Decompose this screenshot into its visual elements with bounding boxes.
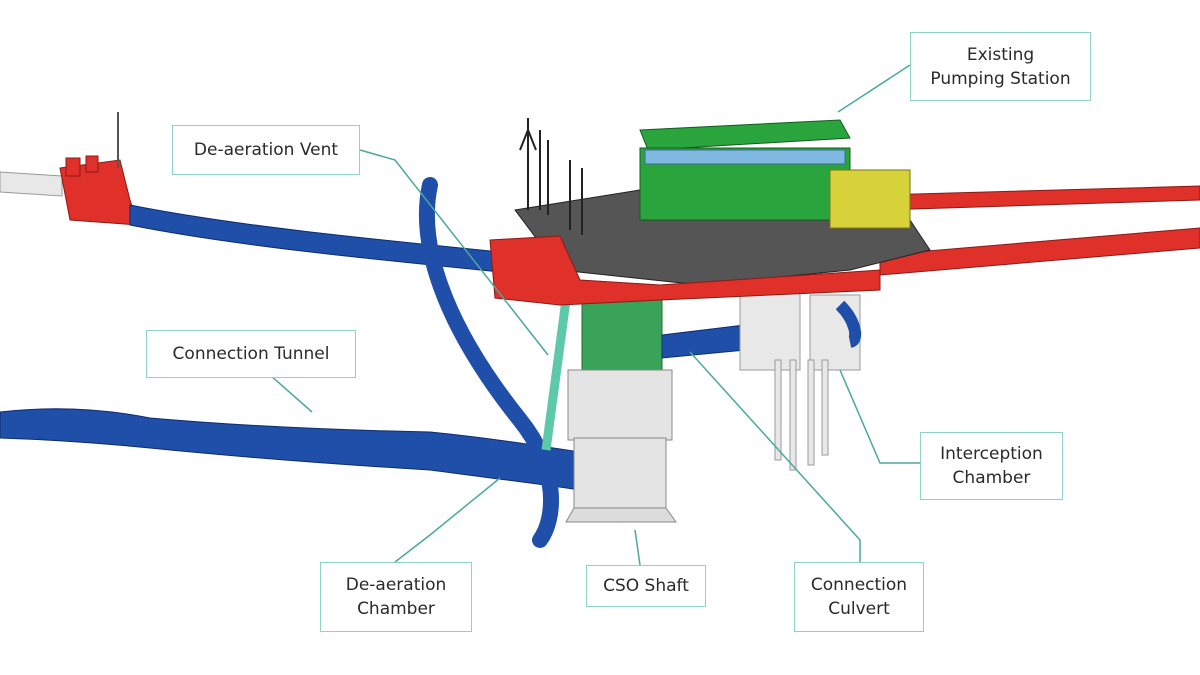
central-red-junction xyxy=(489,235,881,306)
right-red-pipe xyxy=(879,227,1200,276)
existing-pumping-station xyxy=(639,119,851,221)
deaeration-vent-pipe xyxy=(541,299,571,451)
cso-shaft xyxy=(565,284,677,523)
label-deaeration-vent: De-aeration Vent xyxy=(172,125,360,175)
incoming-grey-pipe xyxy=(0,171,63,197)
connection-culvert-pipe xyxy=(661,324,746,359)
deaeration-curved-pipe xyxy=(418,177,560,548)
upper-blue-tunnel xyxy=(129,204,501,273)
left-red-junction xyxy=(59,112,139,226)
interception-chamber xyxy=(739,289,861,471)
interception-blue-pipe xyxy=(835,300,862,348)
upper-right-red-pipe xyxy=(879,185,1200,211)
connection-tunnel-pipe xyxy=(0,408,581,491)
label-connection-culvert: Connection Culvert xyxy=(794,562,924,632)
label-existing-pumping-station: Existing Pumping Station xyxy=(910,32,1091,101)
label-deaeration-chamber: De-aeration Chamber xyxy=(320,562,472,632)
label-cso-shaft: CSO Shaft xyxy=(586,565,706,607)
trees xyxy=(519,118,583,235)
label-connection-tunnel: Connection Tunnel xyxy=(146,330,356,378)
leader-lines xyxy=(239,64,920,566)
label-interception-chamber: Interception Chamber xyxy=(920,432,1063,500)
yellow-equipment-box xyxy=(829,169,911,229)
